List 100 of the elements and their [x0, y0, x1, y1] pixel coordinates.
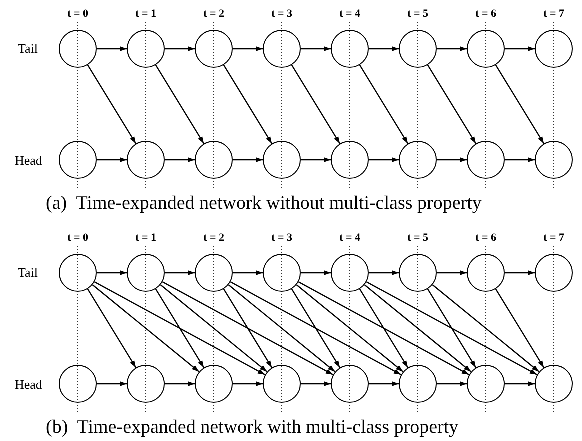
state-circle [127, 141, 165, 179]
time-label: t = 1 [136, 9, 156, 20]
state-circle [59, 254, 97, 292]
time-label: t = 7 [544, 9, 564, 20]
arrow [359, 288, 409, 368]
arrow [155, 64, 205, 144]
time-label: t = 7 [544, 233, 564, 244]
arrow [437, 46, 467, 52]
arrow [165, 270, 195, 276]
state-circle [59, 141, 97, 179]
row-label: Tail [18, 42, 38, 55]
state-circle [467, 254, 505, 292]
time-label: t = 5 [408, 233, 428, 244]
state-circle [535, 254, 573, 292]
arrow [432, 284, 540, 372]
arrow [301, 381, 331, 387]
row-label: Tail [18, 266, 38, 279]
arrow [298, 282, 470, 376]
arrow [230, 282, 402, 376]
arrow [301, 157, 331, 163]
arrow [291, 288, 341, 368]
state-circle [263, 30, 301, 68]
arrow [369, 157, 399, 163]
arrow [369, 270, 399, 276]
arrow [97, 46, 127, 52]
time-label: t = 5 [408, 9, 428, 20]
state-circle [331, 141, 369, 179]
state-circle [535, 365, 573, 403]
state-circle [195, 141, 233, 179]
state-circle [59, 30, 97, 68]
arrow [301, 46, 331, 52]
state-circle [467, 141, 505, 179]
arrow [165, 46, 195, 52]
row-label: Head [15, 154, 42, 167]
state-circle [195, 365, 233, 403]
time-label: t = 3 [272, 9, 292, 20]
arrow [505, 157, 535, 163]
time-label: t = 4 [340, 9, 360, 20]
arrow [505, 381, 535, 387]
arrow [495, 288, 545, 368]
state-circle [331, 254, 369, 292]
time-label: t = 0 [68, 233, 88, 244]
state-circle [263, 141, 301, 179]
arrow [495, 64, 545, 144]
arrow [369, 46, 399, 52]
state-circle [331, 30, 369, 68]
time-label: t = 6 [476, 233, 496, 244]
arrow [233, 381, 263, 387]
arrow [162, 282, 334, 376]
arrow [233, 270, 263, 276]
arrow [233, 157, 263, 163]
panel-caption: (a) Time-expanded network without multi-class property [46, 194, 482, 213]
arrow [364, 284, 472, 372]
state-circle [59, 365, 97, 403]
arrow [291, 64, 341, 144]
state-circle [467, 365, 505, 403]
state-circle [535, 30, 573, 68]
arrow [223, 288, 273, 368]
state-circle [195, 254, 233, 292]
state-circle [127, 254, 165, 292]
state-circle [263, 254, 301, 292]
arrow [97, 270, 127, 276]
arrow [437, 381, 467, 387]
arrow [97, 381, 127, 387]
arrow [223, 64, 273, 144]
time-label: t = 4 [340, 233, 360, 244]
state-circle [399, 141, 437, 179]
time-label: t = 3 [272, 233, 292, 244]
arrow [160, 284, 268, 372]
arrow [165, 157, 195, 163]
state-circle [399, 365, 437, 403]
row-label: Head [15, 378, 42, 391]
state-circle [535, 141, 573, 179]
state-circle [399, 254, 437, 292]
arrow [369, 381, 399, 387]
arrow [359, 64, 409, 144]
state-circle [399, 30, 437, 68]
state-circle [467, 30, 505, 68]
time-label: t = 2 [204, 9, 224, 20]
arrow [94, 282, 266, 376]
arrow [92, 284, 200, 372]
arrow [296, 284, 404, 372]
state-circle [127, 365, 165, 403]
arrow [437, 270, 467, 276]
state-circle [195, 30, 233, 68]
time-label: t = 1 [136, 233, 156, 244]
arrow [97, 157, 127, 163]
arrow [155, 288, 205, 368]
arrow [87, 64, 137, 144]
arrow [87, 288, 137, 368]
arrow [228, 284, 336, 372]
arrow [427, 64, 477, 144]
time-label: t = 0 [68, 9, 88, 20]
arrow [505, 46, 535, 52]
state-circle [331, 365, 369, 403]
arrow [366, 282, 538, 376]
arrow [427, 288, 477, 368]
time-label: t = 6 [476, 9, 496, 20]
state-circle [263, 365, 301, 403]
arrow [233, 46, 263, 52]
